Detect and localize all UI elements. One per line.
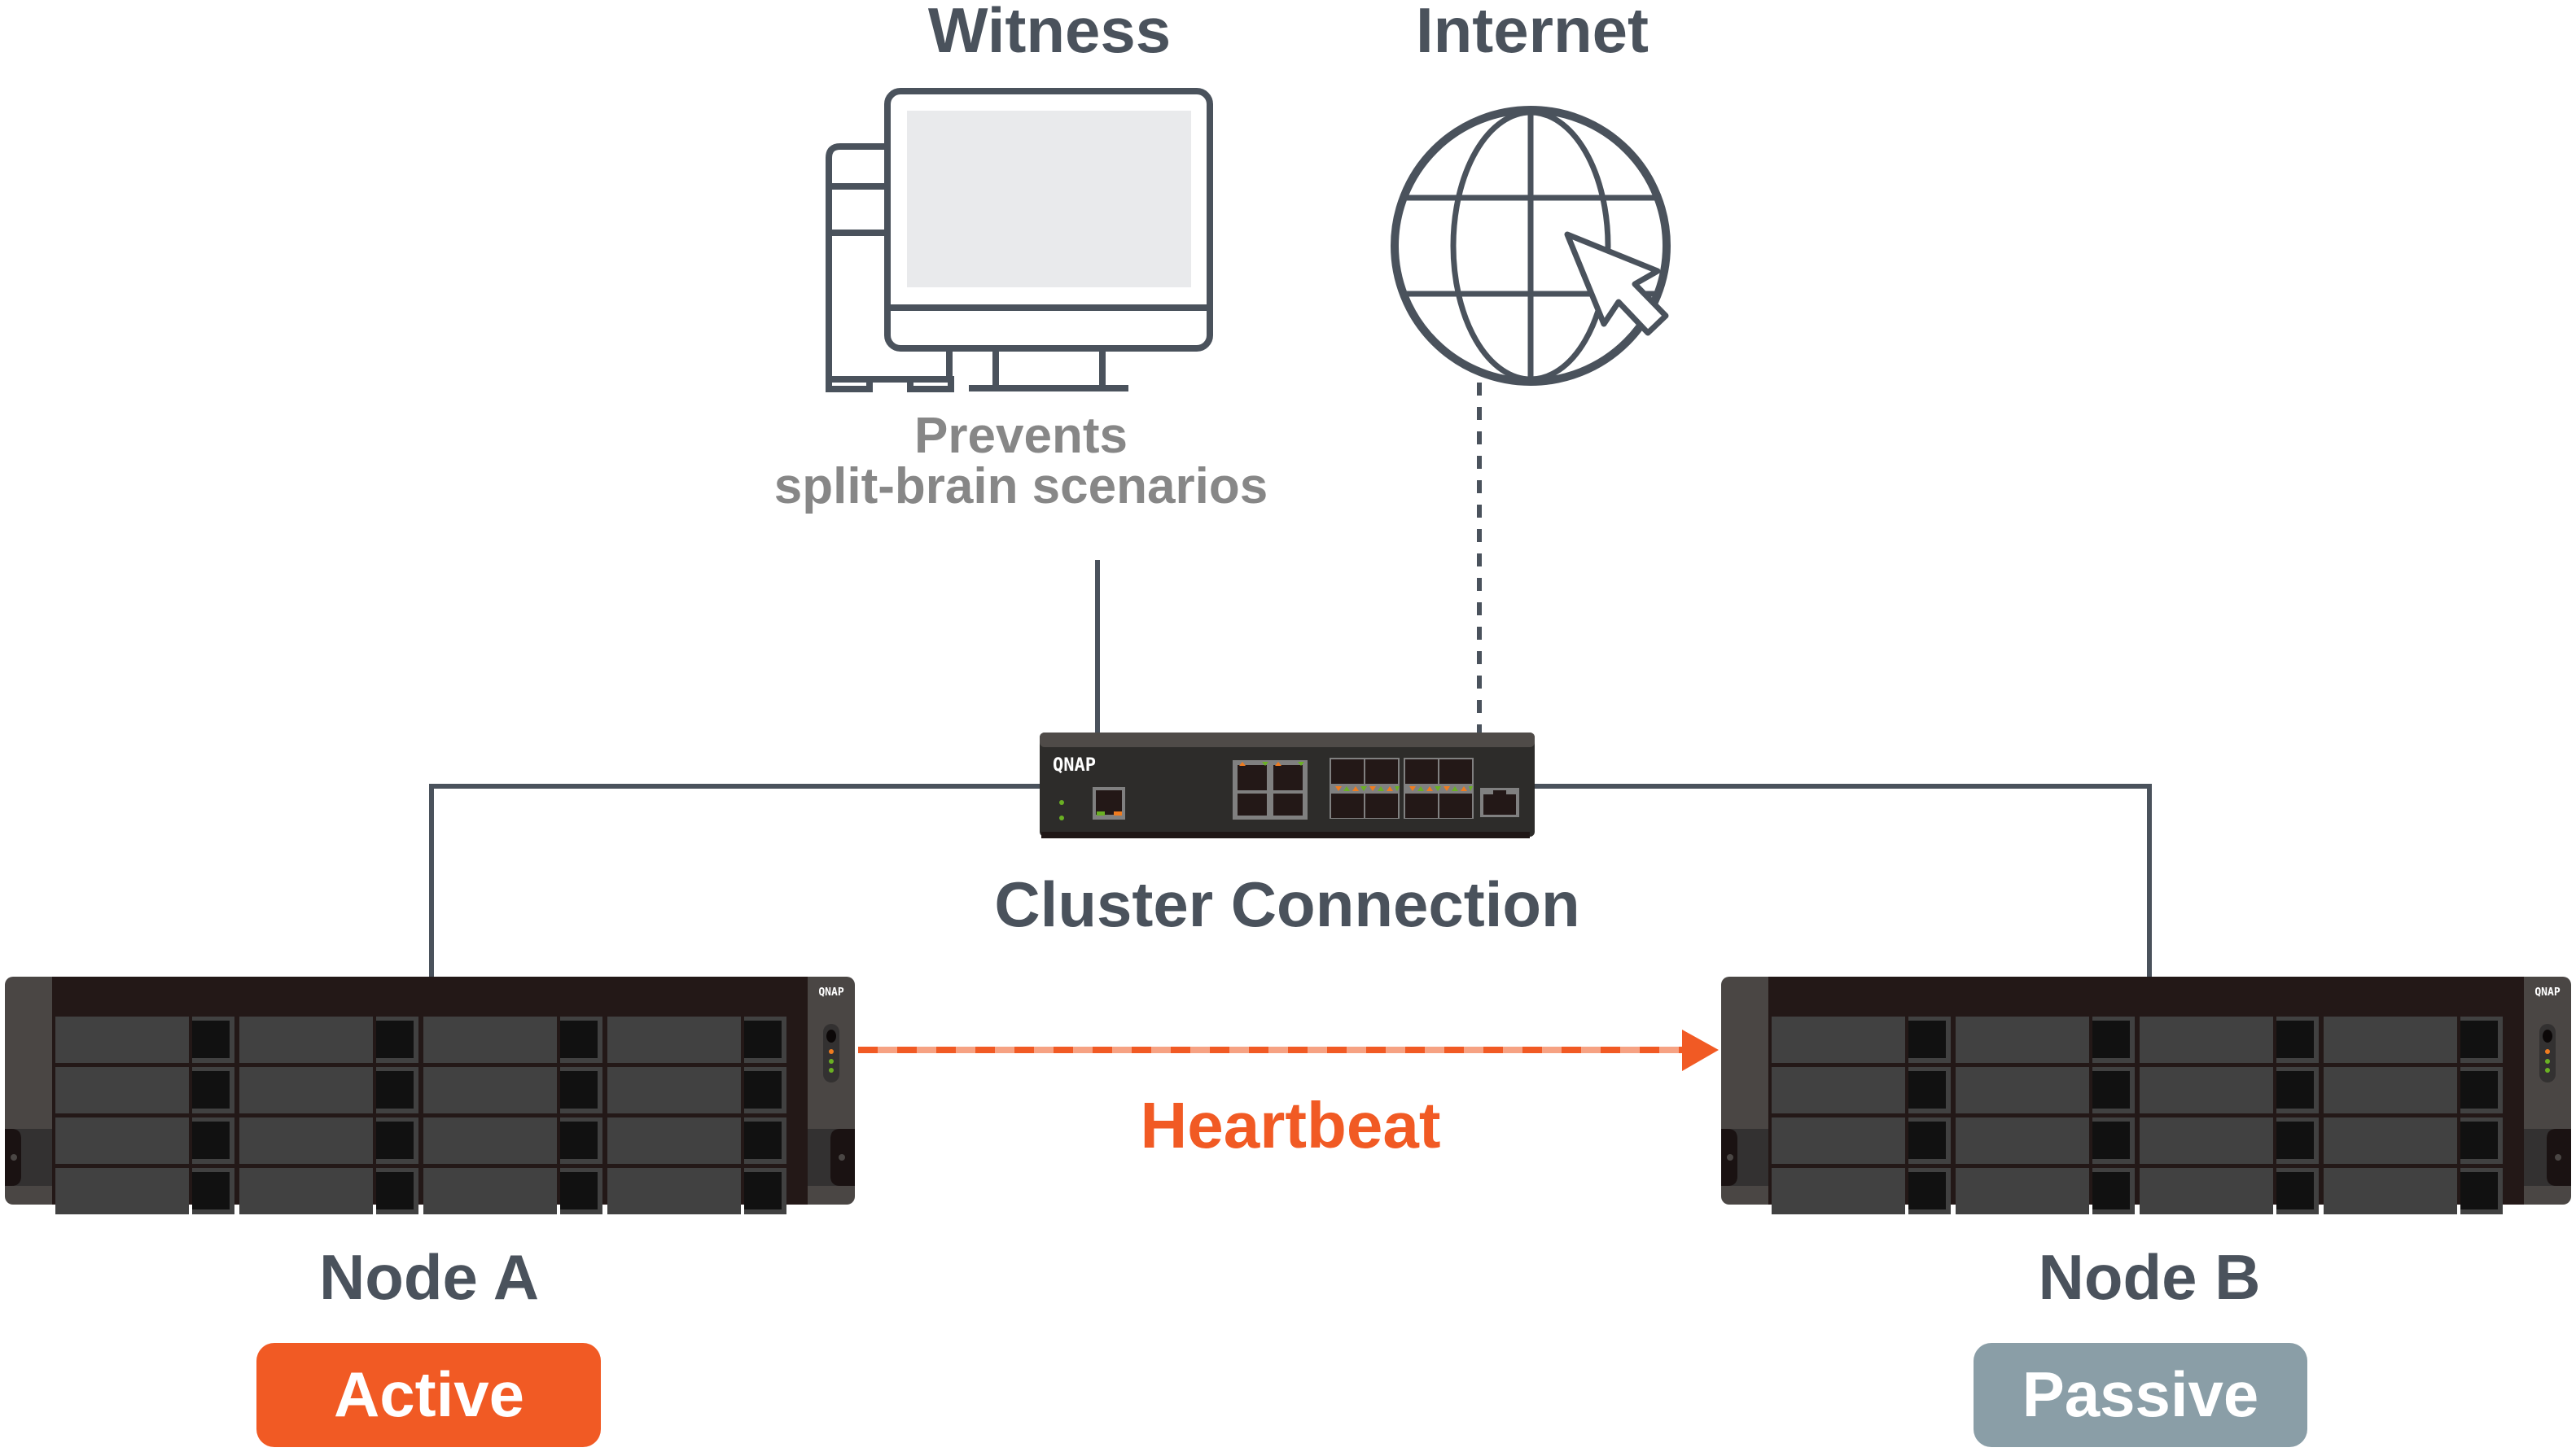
drive-bay xyxy=(607,1017,741,1063)
drive-bay xyxy=(239,1117,373,1164)
status-led xyxy=(829,1049,834,1054)
node-a-status-badge: Active xyxy=(256,1343,601,1447)
drive-bay xyxy=(2324,1017,2457,1063)
node-a-status-text: Active xyxy=(334,1358,524,1430)
drive-bay xyxy=(55,1117,189,1164)
heartbeat-label: Heartbeat xyxy=(1140,1089,1440,1161)
drive-bay xyxy=(607,1117,741,1164)
node-b-status-badge: Passive xyxy=(1974,1343,2307,1447)
switch-label: Cluster Connection xyxy=(994,868,1579,940)
globe-cursor-icon xyxy=(1391,106,1671,386)
cursor-icon xyxy=(1564,231,1669,336)
desktop-computer-icon xyxy=(826,88,1213,392)
witness-caption-line1: Prevents xyxy=(914,408,1128,464)
status-led xyxy=(829,1059,834,1064)
drive-bay xyxy=(1956,1017,2089,1063)
drive-bay xyxy=(1772,1067,1905,1113)
nas-brand-logo: QNAP xyxy=(2534,986,2560,999)
status-led xyxy=(2545,1059,2550,1064)
status-led xyxy=(2545,1068,2550,1073)
drive-bay xyxy=(607,1168,741,1214)
drive-bay xyxy=(1772,1117,1905,1164)
node-b-nas-icon: QNAP xyxy=(1721,977,2571,1214)
drive-bay xyxy=(55,1017,189,1063)
drive-bay xyxy=(1772,1017,1905,1063)
drive-bay xyxy=(2140,1117,2273,1164)
node-a-nas-icon: QNAP xyxy=(5,977,855,1214)
drive-bay xyxy=(2140,1017,2273,1063)
switch-to-node-a-line xyxy=(429,784,1042,977)
drive-bay xyxy=(423,1168,557,1214)
node-a-label: Node A xyxy=(319,1241,539,1313)
witness-label: Witness xyxy=(928,0,1171,66)
node-b-label: Node B xyxy=(2039,1241,2261,1313)
drive-bay xyxy=(239,1168,373,1214)
drive-bay xyxy=(1772,1168,1905,1214)
drive-bay xyxy=(1956,1168,2089,1214)
witness-caption-line2: split-brain scenarios xyxy=(774,458,1268,514)
drive-bay xyxy=(239,1017,373,1063)
internet-label: Internet xyxy=(1416,0,1649,66)
drive-bay xyxy=(607,1067,741,1113)
drive-bay xyxy=(239,1067,373,1113)
switch-brand-logo: QNAP xyxy=(1053,755,1096,776)
heartbeat-arrowhead-icon xyxy=(1682,1030,1719,1071)
connection-lines xyxy=(429,383,2152,977)
drive-bay xyxy=(2140,1067,2273,1113)
drive-bay xyxy=(423,1117,557,1164)
drive-bay xyxy=(423,1017,557,1063)
status-led xyxy=(2545,1049,2550,1054)
switch-to-node-b-line xyxy=(1534,784,2152,977)
drive-bay xyxy=(1956,1067,2089,1113)
network-switch-icon: QNAP xyxy=(1040,733,1535,838)
node-b-status-text: Passive xyxy=(2022,1358,2259,1430)
drive-bay xyxy=(55,1067,189,1113)
nas-brand-logo: QNAP xyxy=(818,986,843,999)
drive-bay xyxy=(2324,1168,2457,1214)
drive-bay xyxy=(1956,1117,2089,1164)
drive-bay xyxy=(423,1067,557,1113)
drive-bay xyxy=(2140,1168,2273,1214)
drive-bay xyxy=(55,1168,189,1214)
drive-bay xyxy=(2324,1067,2457,1113)
heartbeat-arrow xyxy=(858,1030,1719,1071)
status-led xyxy=(829,1068,834,1073)
drive-bay xyxy=(2324,1117,2457,1164)
